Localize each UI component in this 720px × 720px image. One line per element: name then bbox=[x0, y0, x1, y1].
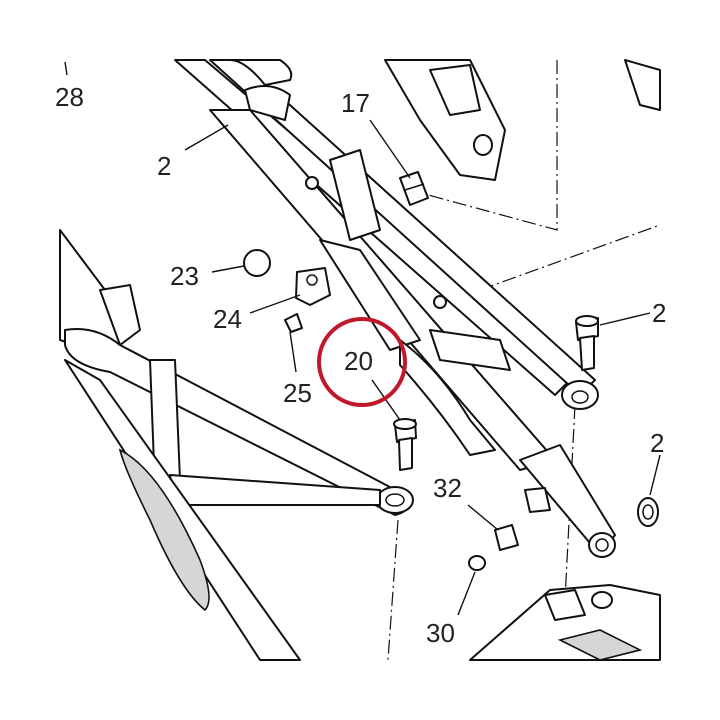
leader-30 bbox=[457, 571, 476, 616]
right-washer bbox=[637, 497, 659, 527]
callout-2-right-lower: 2 bbox=[650, 428, 664, 458]
part-32-clip bbox=[494, 524, 519, 551]
callout-2: 2 bbox=[157, 151, 171, 181]
callout-17: 17 bbox=[341, 88, 370, 118]
highlight-circle bbox=[317, 317, 407, 407]
leader-23 bbox=[211, 265, 245, 273]
lower-right-bracket bbox=[469, 584, 661, 661]
callout-2-right-upper: 2 bbox=[652, 298, 666, 328]
leader-17 bbox=[369, 119, 411, 179]
upper-right-bracket bbox=[384, 59, 661, 181]
callout-25: 25 bbox=[283, 378, 312, 408]
assembly-centerline bbox=[387, 519, 399, 661]
callout-32: 32 bbox=[433, 473, 462, 503]
callout-20: 20 bbox=[344, 346, 373, 376]
leader-2r1 bbox=[599, 312, 651, 326]
callout-24: 24 bbox=[213, 304, 242, 334]
leader-28 bbox=[64, 61, 68, 76]
leader-32 bbox=[467, 504, 499, 531]
leader-2r2 bbox=[649, 454, 661, 496]
left-frame-assembly bbox=[59, 229, 414, 661]
callout-28: 28 bbox=[55, 82, 84, 112]
callout-23: 23 bbox=[170, 261, 199, 291]
leader-24 bbox=[249, 294, 301, 314]
part-30-nut bbox=[468, 555, 486, 571]
right-bolt bbox=[575, 315, 599, 371]
part-25-screw bbox=[284, 313, 303, 333]
part-17-clip-nut bbox=[399, 171, 429, 206]
assembly-centerline bbox=[409, 60, 558, 231]
leader-25 bbox=[289, 331, 297, 373]
part-20-bolt bbox=[393, 418, 417, 471]
main-frame-tube bbox=[174, 59, 616, 558]
callout-30: 30 bbox=[426, 618, 455, 648]
assembly-centerline bbox=[479, 224, 661, 291]
leader-2 bbox=[184, 124, 229, 151]
part-24-bracket bbox=[295, 267, 331, 306]
part-23-cap bbox=[243, 249, 271, 277]
